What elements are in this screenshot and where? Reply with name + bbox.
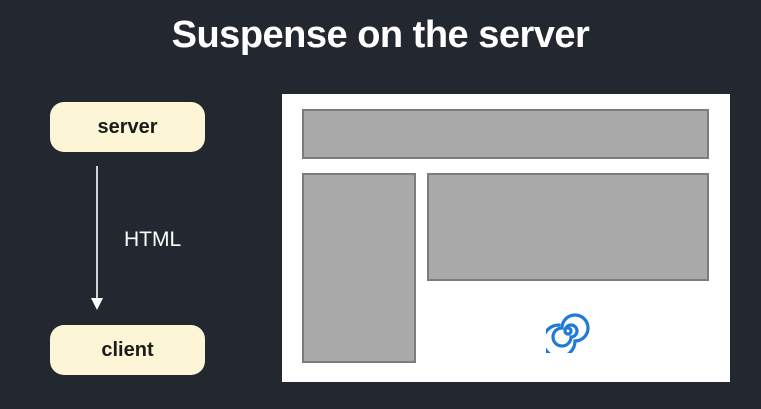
down-arrow	[91, 166, 103, 310]
sidebar-placeholder	[302, 173, 416, 363]
content-placeholder	[427, 173, 709, 281]
server-node: server	[50, 102, 205, 152]
browser-page-mockup	[282, 94, 730, 382]
client-node-label: client	[101, 338, 154, 361]
html-edge-label: HTML	[124, 228, 182, 251]
server-node-label: server	[97, 115, 158, 138]
slide-title: Suspense on the server	[171, 14, 590, 56]
header-placeholder	[302, 109, 709, 159]
client-node: client	[50, 325, 205, 375]
spinner-icon	[546, 313, 590, 353]
